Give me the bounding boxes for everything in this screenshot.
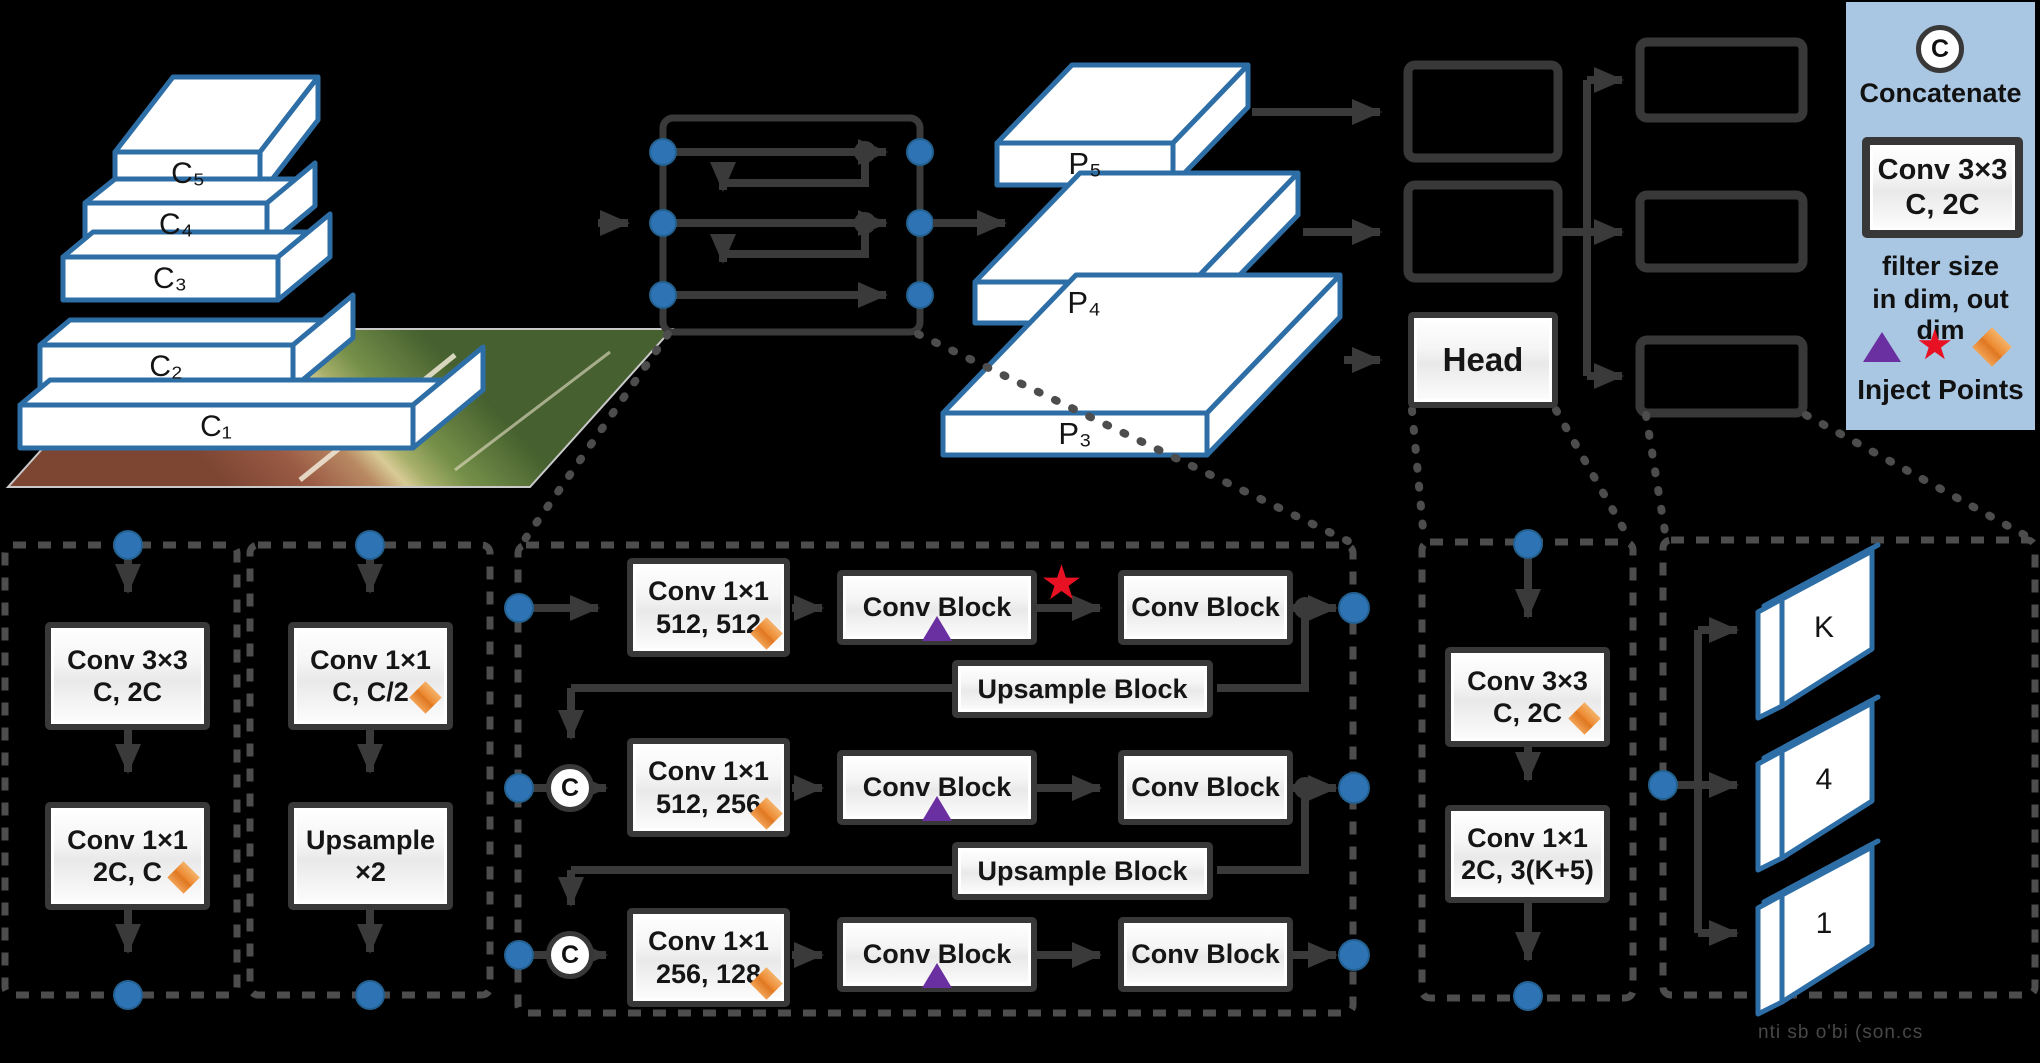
output-detail-connectors xyxy=(1674,617,1739,946)
upsample-line1: Upsample xyxy=(305,824,436,855)
p3-slab xyxy=(940,272,1343,458)
conv-block-label: Conv Block xyxy=(1131,772,1280,803)
conv-line1: Conv 3×3 xyxy=(67,644,188,675)
conv-line1: Conv 1×1 xyxy=(648,756,769,787)
output-slab-k xyxy=(1755,542,1881,721)
def-conv3x3-box: Conv 3×3 C, 2C xyxy=(45,622,210,730)
neck-row3-conv: Conv 1×1 256, 128 xyxy=(627,908,790,1007)
backbone-label-c4: C₄ xyxy=(159,208,193,241)
conv-line1: Conv 1×1 xyxy=(648,576,769,607)
conv-line1: Conv 1×1 xyxy=(310,644,431,675)
output-label-k: K xyxy=(1813,611,1834,644)
result-box-3 xyxy=(1635,335,1808,418)
conv-line1: Conv 1×1 xyxy=(648,926,769,957)
neck-row1-convblock2: Conv Block xyxy=(1118,570,1293,645)
neck-ports xyxy=(649,138,934,309)
conv-line2: C, 2C xyxy=(1905,188,1980,221)
merge-junction xyxy=(1294,597,1316,619)
conv-block-label: Conv Block xyxy=(1131,939,1280,970)
p4-label: P₄ xyxy=(1067,285,1101,320)
legend-concat-icon: C xyxy=(1916,25,1964,73)
backbone-label-c1: C₁ xyxy=(200,410,232,443)
detail-ports xyxy=(113,529,1678,1011)
neck-box xyxy=(649,114,934,336)
conv-line2: 256, 128 xyxy=(655,958,762,989)
merge-junction xyxy=(854,141,876,163)
head-box-p5 xyxy=(1403,60,1563,163)
conv-line2: C, 2C xyxy=(1492,698,1563,728)
backbone-label-c5: C₅ xyxy=(171,157,205,190)
concat-symbol: C xyxy=(1930,34,1950,63)
p3-label: P₃ xyxy=(1058,416,1092,451)
conv-line2: C, 2C xyxy=(92,677,163,707)
backbone-label-c2: C₂ xyxy=(149,350,183,383)
conv-line1: Conv 1×1 xyxy=(1467,822,1588,853)
upsample-block-2: Upsample Block xyxy=(952,842,1213,900)
def-conv1x1-box: Conv 1×1 2C, C xyxy=(45,802,210,910)
legend-star-icon: ★ xyxy=(1916,321,1954,368)
conv-line2: 2C, C xyxy=(92,857,163,887)
output-connector xyxy=(1558,67,1624,389)
upsample-block-1: Upsample Block xyxy=(952,660,1213,718)
inject-triangle-icon xyxy=(922,796,952,821)
output-detail-box xyxy=(1659,536,2039,999)
result-box-1 xyxy=(1635,37,1808,123)
neck-row2-convblock2: Conv Block xyxy=(1118,750,1293,825)
head-box-p4 xyxy=(1403,180,1563,283)
conv-block-label: Conv Block xyxy=(1131,592,1280,623)
output-slab-4 xyxy=(1755,694,1881,873)
def-upsample-conv-box: Conv 1×1 C, C/2 xyxy=(288,622,453,730)
inject-star-icon: ★ xyxy=(1040,557,1084,610)
legend-caption1: filter size xyxy=(1881,251,2000,281)
neck-row3-convblock2: Conv Block xyxy=(1118,917,1293,992)
merge-junction xyxy=(854,212,876,234)
legend-concat-label: Concatenate xyxy=(1859,78,2022,108)
legend-caption2: in dim, out dim xyxy=(1872,284,2009,345)
def-upsample-box: Upsample ×2 xyxy=(288,802,453,910)
inject-triangle-icon xyxy=(922,616,952,641)
conv-line1: Conv 1×1 xyxy=(67,824,188,855)
conv-line1: Conv 3×3 xyxy=(1877,153,2008,186)
upsample-block-label: Upsample Block xyxy=(977,673,1188,704)
concat-circle: C xyxy=(546,931,594,979)
conv-line2: 512, 256 xyxy=(655,788,762,819)
head-detail-conv1x1: Conv 1×1 2C, 3(K+5) xyxy=(1445,805,1610,903)
p5-label: P₅ xyxy=(1068,146,1102,181)
conv-line2: 2C, 3(K+5) xyxy=(1461,855,1594,885)
upsample-block-label: Upsample Block xyxy=(977,855,1188,886)
concat-circle: C xyxy=(546,764,594,812)
output-label-4: 4 xyxy=(1815,763,1833,796)
legend-triangle-icon xyxy=(1863,332,1901,362)
backbone-slab-c5 xyxy=(112,74,321,198)
concat-symbol: C xyxy=(560,940,580,969)
conv-block-def-box xyxy=(1,541,241,999)
backbone-slab-c1 xyxy=(17,344,486,451)
backbone-label-c3: C₃ xyxy=(153,262,187,295)
result-box-2 xyxy=(1635,190,1808,273)
head-box: Head xyxy=(1408,312,1558,408)
head-label: Head xyxy=(1442,341,1524,379)
conv-line2: C, C/2 xyxy=(332,677,409,707)
legend-inject-label: Inject Points xyxy=(1857,374,2024,405)
concat-symbol: C xyxy=(560,773,580,802)
output-slab-1 xyxy=(1755,838,1881,1017)
zoom-links xyxy=(519,330,2034,547)
faint-caption: nti sb o'bi (son.cs xyxy=(1758,1022,1924,1043)
legend-panel: C Concatenate Conv 3×3 C, 2C filter size… xyxy=(1846,2,2035,430)
conv-line1: Conv 3×3 xyxy=(1467,665,1588,696)
inject-triangle-icon xyxy=(922,963,952,988)
backbone-slab-c3 xyxy=(60,211,333,303)
conv-line2: 512, 512 xyxy=(655,608,762,639)
output-label-1: 1 xyxy=(1815,907,1833,940)
upsample-line2: ×2 xyxy=(355,857,386,887)
legend-conv-box: Conv 3×3 C, 2C xyxy=(1862,137,2023,238)
merge-junction xyxy=(1294,777,1316,799)
